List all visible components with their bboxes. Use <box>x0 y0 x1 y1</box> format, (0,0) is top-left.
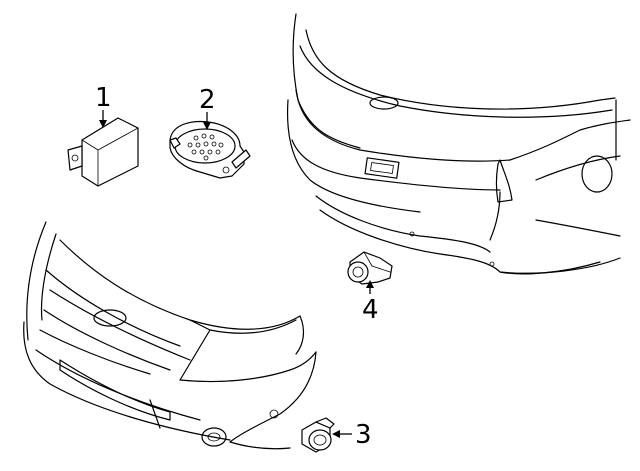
part-4-sensor[interactable] <box>347 251 393 285</box>
front-bumper-illustration <box>23 221 317 450</box>
speaker-grille-holes <box>187 133 224 161</box>
part-2-speaker[interactable] <box>169 120 251 179</box>
callout-label-1: 1 <box>95 83 112 113</box>
rear-bumper-illustration <box>286 13 631 275</box>
callout-1: 1 <box>95 83 112 128</box>
part-3-sensor[interactable] <box>301 417 335 453</box>
callout-label-3: 3 <box>355 420 372 450</box>
callout-label-2: 2 <box>199 85 216 115</box>
callout-3: 3 <box>332 420 372 450</box>
callout-4: 4 <box>362 280 379 325</box>
callout-2: 2 <box>199 85 216 130</box>
callout-label-4: 4 <box>362 295 379 325</box>
part-1-module[interactable] <box>67 117 139 187</box>
